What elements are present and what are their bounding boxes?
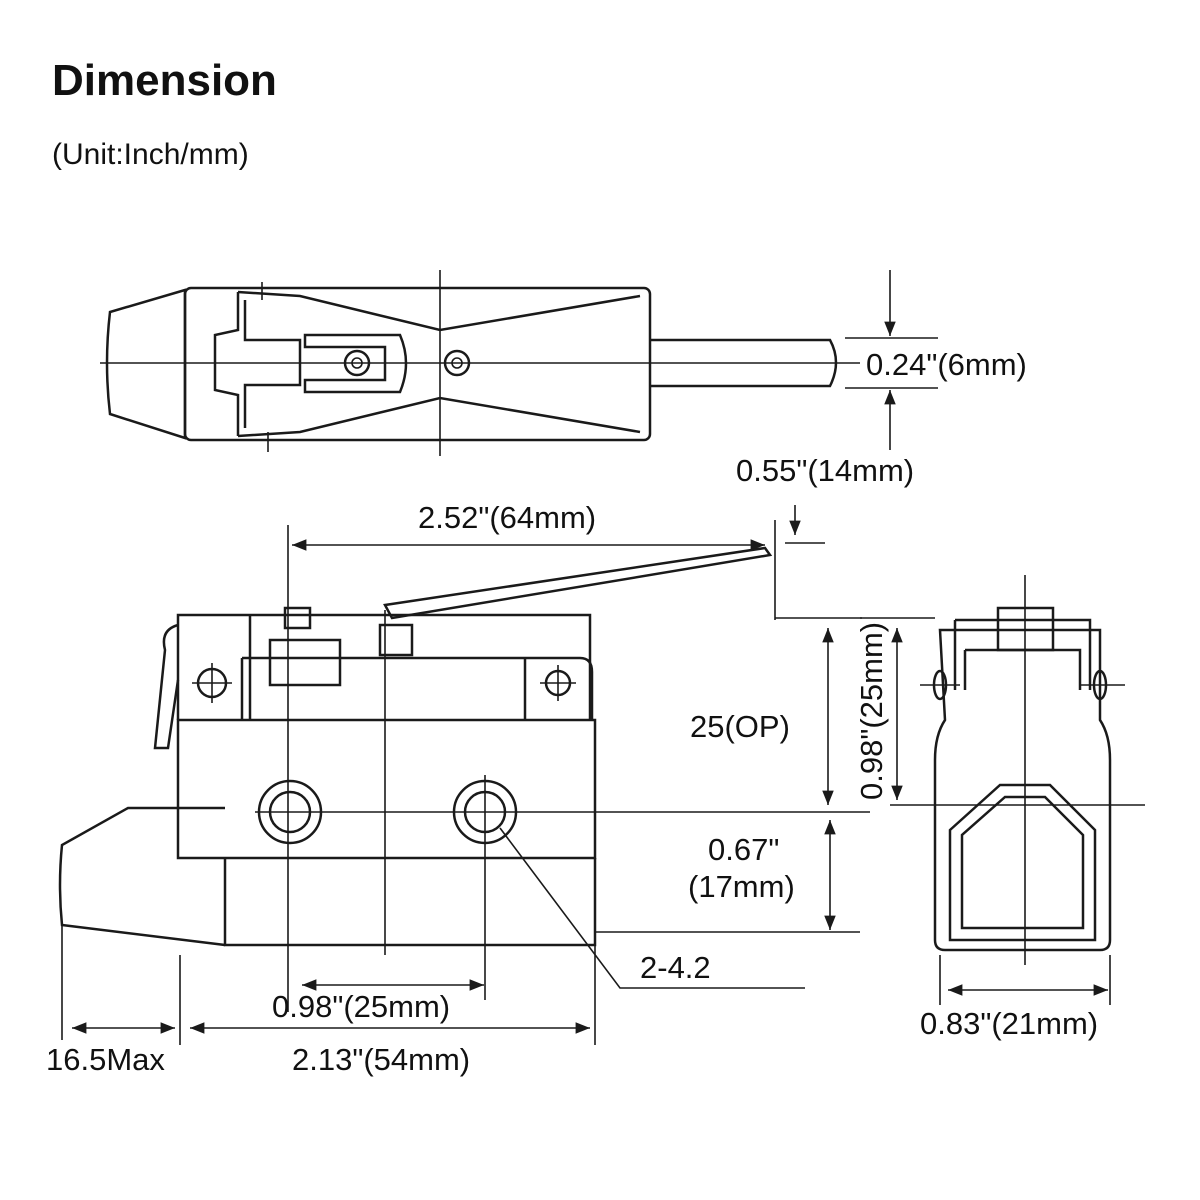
- mount-holes-label: 2-4.2: [640, 950, 711, 985]
- body-width-label: 0.83"(21mm): [920, 1006, 1098, 1041]
- mount-height-in-label: 0.67": [708, 832, 779, 867]
- mount-height-mm-label: (17mm): [688, 869, 795, 904]
- lever-offset-label: 0.55"(14mm): [736, 453, 914, 488]
- unit-note: (Unit:Inch/mm): [52, 138, 249, 171]
- side-view: [58, 520, 870, 1012]
- end-view: 0.98"(25mm) 0.83"(21mm): [854, 575, 1145, 1041]
- hole-spacing-label: 0.98"(25mm): [272, 989, 450, 1024]
- rod-diameter-dimension: 0.24"(6mm): [845, 270, 1027, 450]
- rod-diameter-label: 0.24"(6mm): [866, 347, 1027, 382]
- plunger-max-label: 16.5Max: [46, 1042, 165, 1077]
- lever-length-label: 2.52"(64mm): [418, 500, 596, 535]
- body-length-label: 2.13"(54mm): [292, 1042, 470, 1077]
- op-label: 25(OP): [690, 709, 790, 744]
- page-title: Dimension: [52, 56, 277, 105]
- top-view: [100, 270, 860, 456]
- side-dimensions: 2.52"(64mm) 25(OP) 0.67" (17mm) 2-4.2 0.…: [46, 500, 862, 1077]
- height-label: 0.98"(25mm): [854, 622, 889, 800]
